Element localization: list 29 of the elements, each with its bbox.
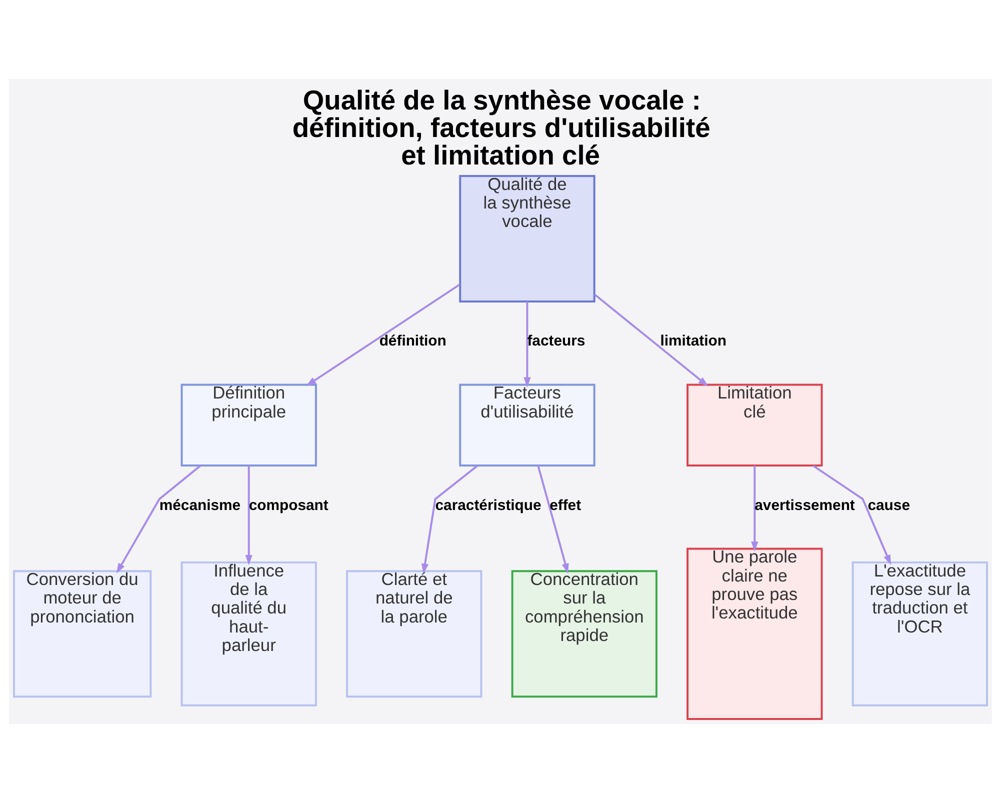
- edge-label: mécanisme: [158, 498, 240, 514]
- node-box: Limitation clé: [686, 384, 822, 466]
- arrow: [536, 465, 568, 574]
- arrow: [594, 294, 708, 386]
- edge-label: composant: [248, 498, 328, 514]
- edge-label: avertissement: [754, 498, 854, 514]
- arrow: [306, 284, 460, 386]
- edge-label: caractéristique: [434, 498, 541, 514]
- node-box: Concentration sur la compréhension rapide: [510, 570, 657, 698]
- arrow: [244, 466, 252, 566]
- arrow: [420, 464, 478, 574]
- edge-label: limitation: [660, 334, 726, 350]
- edge-label: facteurs: [526, 334, 585, 350]
- node-box: L'exactitude repose sur la traduction et l'OCR: [851, 561, 988, 706]
- arrow: [812, 464, 891, 566]
- diagram-title: Qualité de la synthèse vocale : définition, facteurs d'utilisabilité et limitation clé: [292, 84, 710, 170]
- node-box: Facteurs d'utilisabilité: [458, 384, 595, 466]
- arrow: [523, 302, 530, 388]
- edge-label: définition: [378, 334, 446, 350]
- arrow: [750, 466, 758, 552]
- node-box: Clarté et naturel de la parole: [346, 570, 482, 698]
- node-box: Influence de la qualité du haut-parleur: [180, 561, 316, 706]
- edge-label: cause: [867, 498, 910, 514]
- arrow: [116, 464, 201, 574]
- node-box: Une parole claire ne prouve pas l'exactitude: [686, 548, 822, 720]
- node-box: Définition principale: [180, 384, 316, 466]
- node-box: Qualité de la synthèse vocale: [458, 174, 595, 302]
- edge-label: effet: [549, 498, 581, 514]
- node-box: Conversion du moteur de prononciation: [12, 570, 152, 698]
